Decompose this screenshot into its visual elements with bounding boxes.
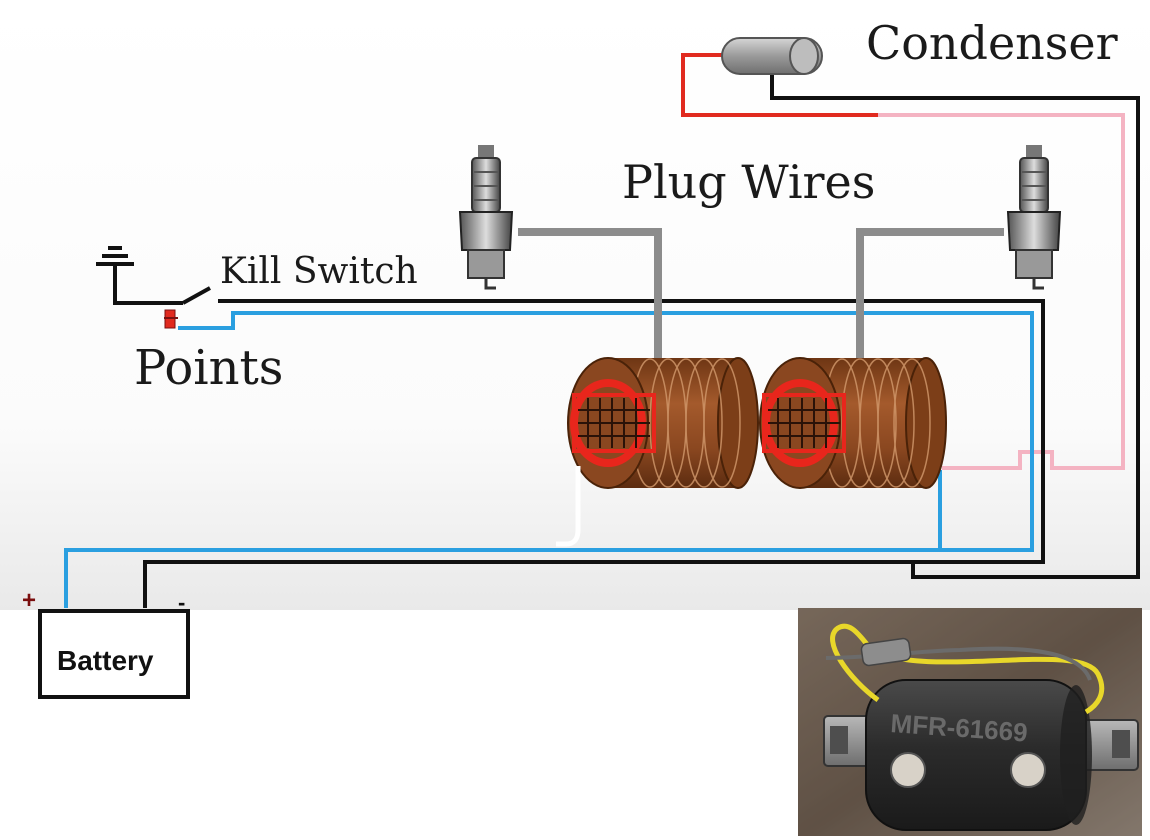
condenser-label: Condenser <box>866 16 1118 70</box>
battery-minus-label: - <box>178 590 185 615</box>
battery-plus-label: + <box>22 587 36 614</box>
coil-lead-white <box>556 466 581 547</box>
ground-icon <box>96 246 134 266</box>
right-spark-plug-icon <box>1006 145 1062 290</box>
points-label: Points <box>134 340 283 396</box>
points-blue-wire <box>64 311 1034 608</box>
points-icon <box>164 309 178 329</box>
battery-box <box>38 609 190 699</box>
right-plug-wire <box>856 228 1004 362</box>
condenser-red-wire <box>681 53 878 117</box>
coil-wire-sleeve <box>860 637 912 667</box>
left-spark-plug-icon <box>458 145 514 290</box>
ground-black-wire <box>143 299 1045 608</box>
pink-wire <box>878 113 1125 470</box>
wiring <box>64 53 1140 608</box>
diagram-background <box>0 0 1150 610</box>
condenser-icon <box>721 37 823 75</box>
battery-label: Battery <box>57 645 154 676</box>
coil-mount-tab-right <box>1077 719 1139 771</box>
kill-switch-black-wire <box>113 262 183 305</box>
coil-rivet-right <box>1010 752 1046 788</box>
coil-photo: MFR-61669 <box>798 608 1142 836</box>
plug-wires-label: Plug Wires <box>622 155 875 209</box>
coil-rivet-left <box>890 752 926 788</box>
condenser-black-wire <box>770 75 1140 579</box>
ignition-coil-left <box>567 357 759 489</box>
kill-switch-label: Kill Switch <box>220 251 418 292</box>
ignition-coil-right <box>759 357 947 489</box>
kill-switch-icon <box>182 286 211 305</box>
left-plug-wire <box>518 228 662 362</box>
